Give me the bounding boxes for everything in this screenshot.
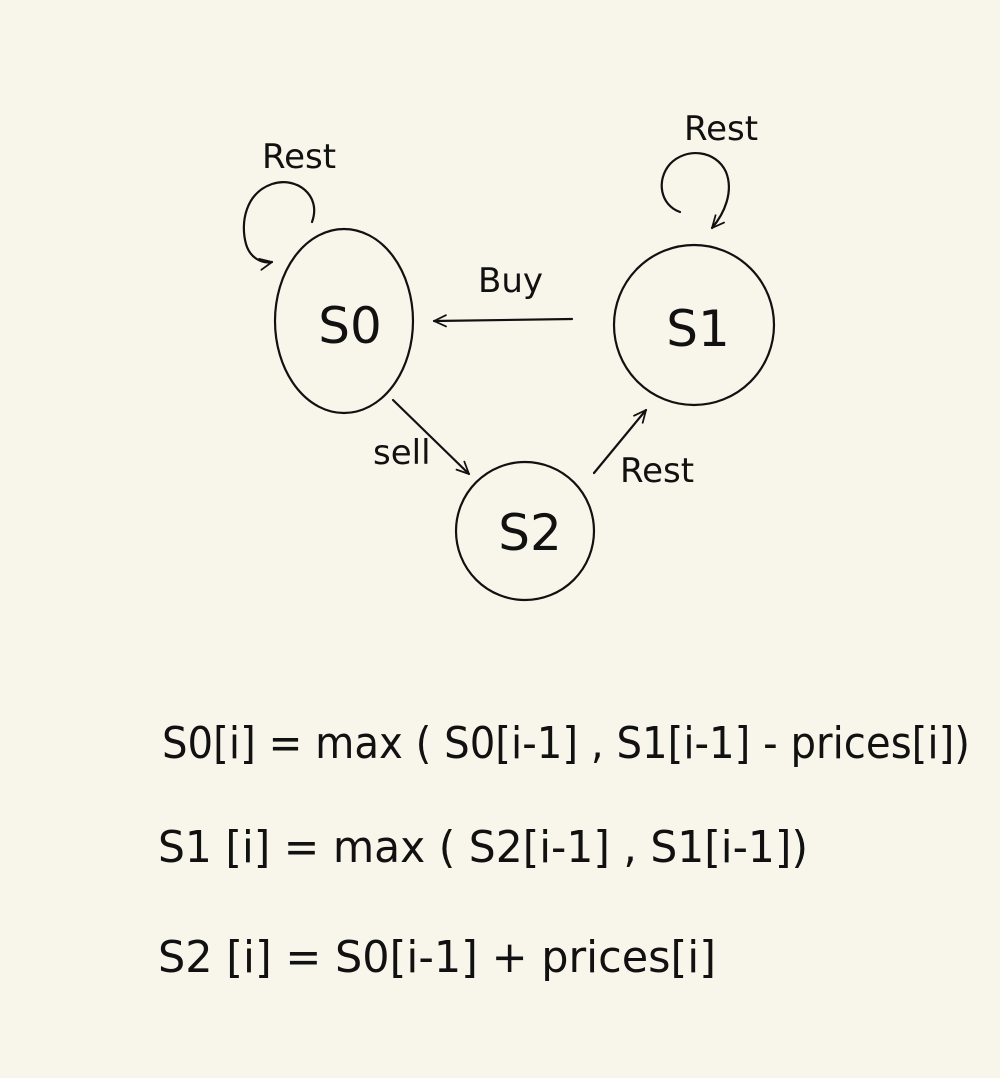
equation-s0: S0[i] = max ( S0[i-1] , S1[i-1] - prices… <box>162 718 970 769</box>
state-node-s1-circle <box>612 243 776 407</box>
state-node-s2-label: S2 <box>498 504 562 562</box>
state-node-s1: S1 <box>612 243 776 407</box>
edge-s2-to-s1-arrow <box>592 408 648 475</box>
edge-s2-to-s1-label: Rest <box>620 451 694 491</box>
state-node-s2: S2 <box>454 460 596 602</box>
state-node-s0-circle <box>273 227 415 415</box>
edge-s1-self-loop-label: Rest <box>684 109 758 149</box>
equation-s1: S1 [i] = max ( S2[i-1] , S1[i-1]) <box>158 822 808 873</box>
edge-s0-to-s2-label: sell <box>373 433 431 473</box>
state-node-s2-circle <box>454 460 596 602</box>
edge-s1-to-s0-label: Buy <box>478 261 543 301</box>
edge-s1-self-loop: Rest <box>660 109 758 230</box>
state-node-s0: S0 <box>273 227 415 415</box>
edge-s0-to-s2: sell <box>373 398 471 476</box>
edge-s2-to-s1: Rest <box>592 408 694 491</box>
state-node-s0-label: S0 <box>318 297 382 355</box>
edge-s1-to-s0-arrow <box>432 314 574 328</box>
edge-s0-self-loop: Rest <box>242 137 336 271</box>
state-node-s1-label: S1 <box>666 300 730 358</box>
equation-s2: S2 [i] = S0[i-1] + prices[i] <box>158 932 716 983</box>
edge-s0-self-loop-arrow <box>242 181 316 271</box>
edge-s1-self-loop-arrow <box>660 152 730 230</box>
edge-s0-self-loop-label: Rest <box>262 137 336 177</box>
recurrence-equations: S0[i] = max ( S0[i-1] , S1[i-1] - prices… <box>158 718 970 983</box>
edge-s0-to-s2-arrow <box>391 398 471 476</box>
edge-s1-to-s0: Buy <box>432 261 574 328</box>
